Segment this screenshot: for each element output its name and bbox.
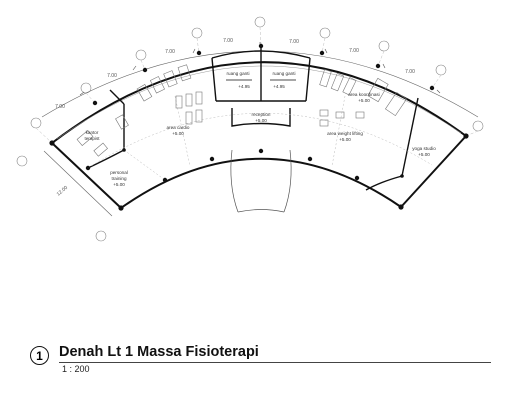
dim-bay-2: 7.00 [107,73,117,79]
weight-equipment [319,69,407,127]
office-furniture [76,130,108,157]
label-yoga: yoga studio [412,146,436,151]
dim-bay-1: 7.00 [55,104,65,110]
title-block: 1 Denah Lt 1 Massa Fisioterapi 1 : 200 [30,342,492,382]
wall-right-end [400,135,467,208]
partitions [87,89,419,191]
inner-wall [120,157,402,209]
dimension-ticks [79,42,441,96]
outer-wall [51,61,467,144]
label-kantor-2: terapist [84,136,100,141]
dim-bay-4: 7.00 [223,38,233,44]
glazing-arc [56,65,462,140]
dim-bay-7: 7.00 [405,69,415,75]
entrance [230,149,292,213]
wall-left-end [51,142,122,209]
label-reception: reception [252,112,271,117]
label-ruang-ganti-1: ruang ganti [227,71,250,76]
label-ganti-level-1: +4.95 [238,84,250,89]
column-grid [87,95,433,181]
structural-columns [49,43,469,211]
cardio-equipment [115,64,203,130]
room-labels: ruang ganti ruang ganti +4.95 +4.95 rece… [84,71,436,187]
label-ganti-level-2: +4.95 [273,84,285,89]
changing-rooms [211,48,311,102]
label-reception-level: +5.00 [255,118,267,123]
title-rule [59,362,491,363]
grid-lines [35,26,479,144]
label-koordinasi-level: +5.00 [358,98,370,103]
grid-markers [16,16,484,242]
label-personal-training: personal [110,170,128,175]
label-kantor: kantor [86,130,99,135]
depth-dimension-line [43,150,113,217]
label-personal-training-2: training [111,176,127,181]
dim-depth: 12.00 [56,185,70,198]
label-yoga-level: +5.00 [418,152,430,157]
label-area-koordinasi: area koordinasi [348,92,379,97]
label-area-weight: area weight lifting [327,131,363,136]
drawing-number: 1 [30,346,49,365]
label-personal-level: +5.00 [113,182,125,187]
label-cardio-level: +5.00 [172,131,184,136]
drawing-title: Denah Lt 1 Massa Fisioterapi [59,344,259,360]
label-area-cardio: area cardio [167,125,190,130]
dim-bay-5: 7.00 [289,39,299,45]
reception-counter [231,108,291,127]
label-weight-level: +5.00 [339,137,351,142]
drawing-scale: 1 : 200 [62,364,90,374]
label-ruang-ganti-2: ruang ganti [273,71,296,76]
dim-bay-6: 7.00 [349,48,359,54]
dim-bay-3: 7.00 [165,49,175,55]
